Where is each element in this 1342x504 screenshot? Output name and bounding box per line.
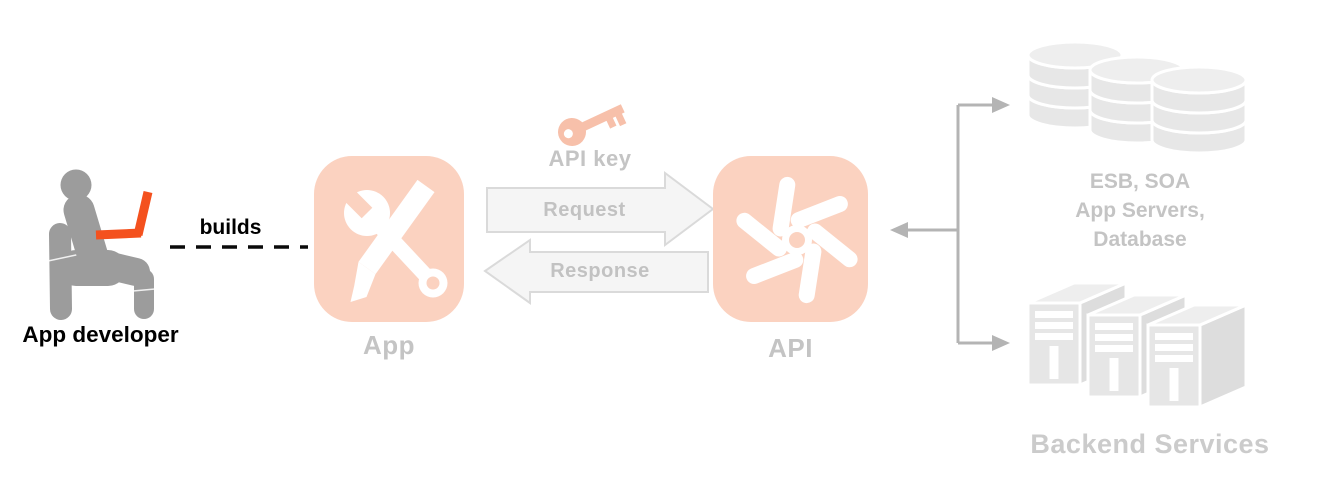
- server-stack-icon: [1026, 280, 1248, 410]
- arrowhead-to-api: [890, 222, 908, 238]
- database-stack-icon: [1026, 40, 1248, 155]
- response-label: Response: [550, 260, 650, 282]
- response-arrow: [483, 238, 709, 305]
- wrench-pencil-icon: [328, 174, 448, 302]
- api-key-label: API key: [548, 146, 632, 171]
- app-developer-label: App developer: [22, 322, 179, 347]
- esb-soa-line2: App Servers,: [1075, 199, 1205, 222]
- request-label: Request: [543, 199, 626, 221]
- arrowhead-to-servers: [992, 335, 1010, 351]
- esb-soa-line3: Database: [1093, 228, 1187, 251]
- laptop-icon: [95, 190, 153, 240]
- esb-soa-line1: ESB, SOA: [1089, 170, 1191, 193]
- api-icon: [713, 156, 868, 322]
- esb-soa-label: ESB, SOA App Servers, Database: [1020, 167, 1260, 254]
- backend-services-label: Backend Services: [1030, 429, 1270, 459]
- connector-fork: [890, 97, 1010, 351]
- pinwheel-icon: [736, 176, 858, 304]
- app-developer-icon: [47, 169, 156, 320]
- app-icon: [314, 156, 464, 322]
- arrowhead-to-database: [992, 97, 1010, 113]
- app-label: App: [362, 330, 416, 360]
- builds-label: builds: [199, 216, 262, 239]
- request-arrow: [486, 171, 715, 247]
- builds-dashed-line: [170, 245, 308, 249]
- api-label: API: [768, 333, 813, 363]
- api-key-icon: [558, 104, 627, 146]
